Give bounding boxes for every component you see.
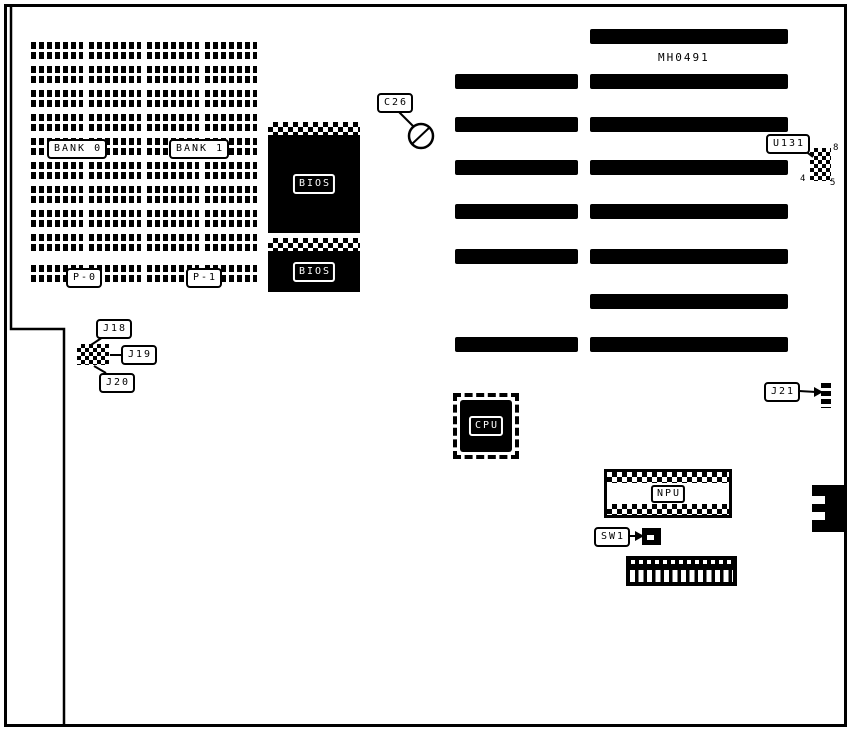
u131-pin4-label: 4 bbox=[800, 174, 806, 184]
u131-pin5-label: 5 bbox=[830, 178, 836, 188]
j19-label: J19 bbox=[121, 345, 158, 365]
expansion-slot bbox=[590, 337, 788, 352]
u131-pin8-label: 8 bbox=[833, 143, 839, 153]
expansion-slot bbox=[455, 337, 578, 352]
expansion-slot bbox=[590, 117, 788, 132]
j20-label: J20 bbox=[99, 373, 136, 393]
expansion-slot bbox=[590, 249, 788, 264]
sw1-label: SW1 bbox=[594, 527, 631, 547]
c26-label: C26 bbox=[377, 93, 414, 113]
bank0-label: BANK 0 bbox=[47, 139, 108, 159]
p0-label: P-0 bbox=[66, 268, 103, 288]
expansion-slot bbox=[455, 160, 578, 175]
expansion-slot bbox=[590, 29, 788, 44]
expansion-slot bbox=[590, 160, 788, 175]
u131-label: U131 bbox=[766, 134, 811, 154]
board-id-label: MH0491 bbox=[658, 51, 710, 64]
expansion-slot bbox=[590, 294, 788, 309]
expansion-slot bbox=[590, 74, 788, 89]
expansion-slot bbox=[455, 204, 578, 219]
expansion-slot bbox=[455, 117, 578, 132]
expansion-slot bbox=[590, 204, 788, 219]
p1-label: P-1 bbox=[186, 268, 223, 288]
j21-label: J21 bbox=[764, 382, 801, 402]
bank1-label: BANK 1 bbox=[169, 139, 230, 159]
expansion-slot bbox=[455, 74, 578, 89]
j18-label: J18 bbox=[96, 319, 133, 339]
expansion-slot bbox=[455, 249, 578, 264]
